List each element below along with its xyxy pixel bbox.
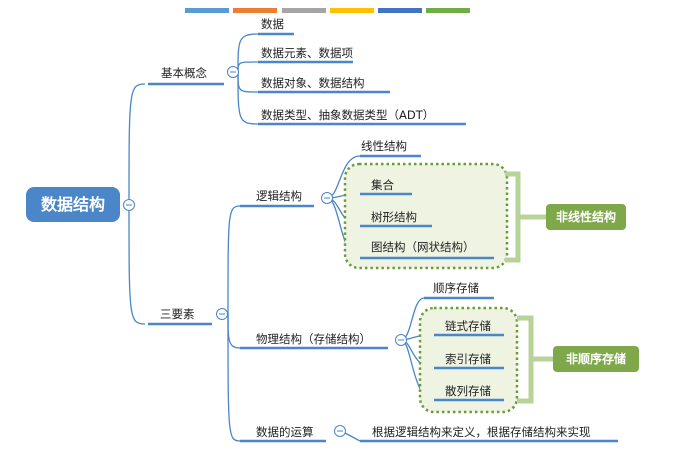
collapse-toggle-icon[interactable] bbox=[123, 199, 135, 211]
connector bbox=[237, 33, 259, 73]
connector bbox=[128, 83, 146, 206]
topic-linked-storage[interactable]: 链式存储 bbox=[445, 319, 491, 333]
collapse-toggle-icon[interactable] bbox=[216, 308, 228, 320]
root-node[interactable]: 数据结构 bbox=[26, 187, 120, 222]
collapse-toggle-icon[interactable] bbox=[227, 66, 239, 78]
topic-operation-detail[interactable]: 根据逻辑结构来定义，根据存储结构来实现 bbox=[372, 425, 591, 439]
topic-sequential-storage[interactable]: 顺序存储 bbox=[433, 281, 479, 295]
nonlinear-bracket bbox=[505, 171, 546, 263]
collapse-toggle-icon[interactable] bbox=[334, 425, 346, 437]
connector bbox=[344, 432, 361, 442]
topic-indexed-storage[interactable]: 索引存储 bbox=[445, 352, 491, 366]
theme-swatch[interactable] bbox=[378, 8, 422, 13]
theme-swatch[interactable] bbox=[282, 8, 326, 13]
nonsequential-bracket bbox=[517, 315, 553, 404]
connector bbox=[237, 71, 259, 125]
topic-three-elements[interactable]: 三要素 bbox=[160, 307, 195, 321]
theme-swatch[interactable] bbox=[330, 8, 374, 13]
topic-logical-structure[interactable]: 逻辑结构 bbox=[256, 189, 302, 203]
nonlinear-group-box bbox=[343, 162, 509, 270]
connector bbox=[227, 313, 241, 349]
topic-data-operation[interactable]: 数据的运算 bbox=[256, 425, 314, 439]
topic-graph-structure[interactable]: 图结构（网状结构） bbox=[371, 240, 475, 254]
topic-set[interactable]: 集合 bbox=[371, 178, 394, 192]
theme-swatch[interactable] bbox=[233, 8, 277, 13]
nonsequential-summary-tag[interactable]: 非顺序存储 bbox=[553, 346, 639, 372]
theme-color-swatches bbox=[185, 8, 470, 13]
topic-data-object-structure[interactable]: 数据对象、数据结构 bbox=[261, 76, 365, 90]
underlines bbox=[148, 32, 618, 443]
connector bbox=[128, 204, 146, 325]
nonsequential-tag-label: 非顺序存储 bbox=[566, 351, 626, 366]
topic-hashed-storage[interactable]: 散列存储 bbox=[445, 384, 491, 398]
topic-physical-structure[interactable]: 物理结构（存储结构） bbox=[256, 332, 371, 346]
root-label: 数据结构 bbox=[41, 195, 105, 214]
collapse-toggle-icon[interactable] bbox=[395, 334, 407, 346]
topic-linear-structure[interactable]: 线性结构 bbox=[361, 139, 407, 153]
topic-data[interactable]: 数据 bbox=[261, 17, 284, 31]
connector bbox=[227, 313, 241, 442]
connector bbox=[237, 61, 259, 73]
collapse-toggle-icon[interactable] bbox=[321, 192, 333, 204]
theme-swatch[interactable] bbox=[185, 8, 229, 13]
topic-data-type-adt[interactable]: 数据类型、抽象数据类型（ADT） bbox=[261, 108, 434, 122]
nonlinear-tag-label: 非线性结构 bbox=[556, 209, 616, 224]
theme-swatch[interactable] bbox=[426, 8, 470, 13]
topic-data-element-item[interactable]: 数据元素、数据项 bbox=[261, 46, 353, 60]
nonlinear-summary-tag[interactable]: 非线性结构 bbox=[546, 204, 626, 230]
collapse-toggles bbox=[123, 66, 407, 437]
connector bbox=[237, 71, 259, 93]
connector bbox=[227, 205, 241, 315]
topic-basic-concepts[interactable]: 基本概念 bbox=[161, 66, 207, 80]
topic-tree-structure[interactable]: 树形结构 bbox=[371, 210, 417, 224]
